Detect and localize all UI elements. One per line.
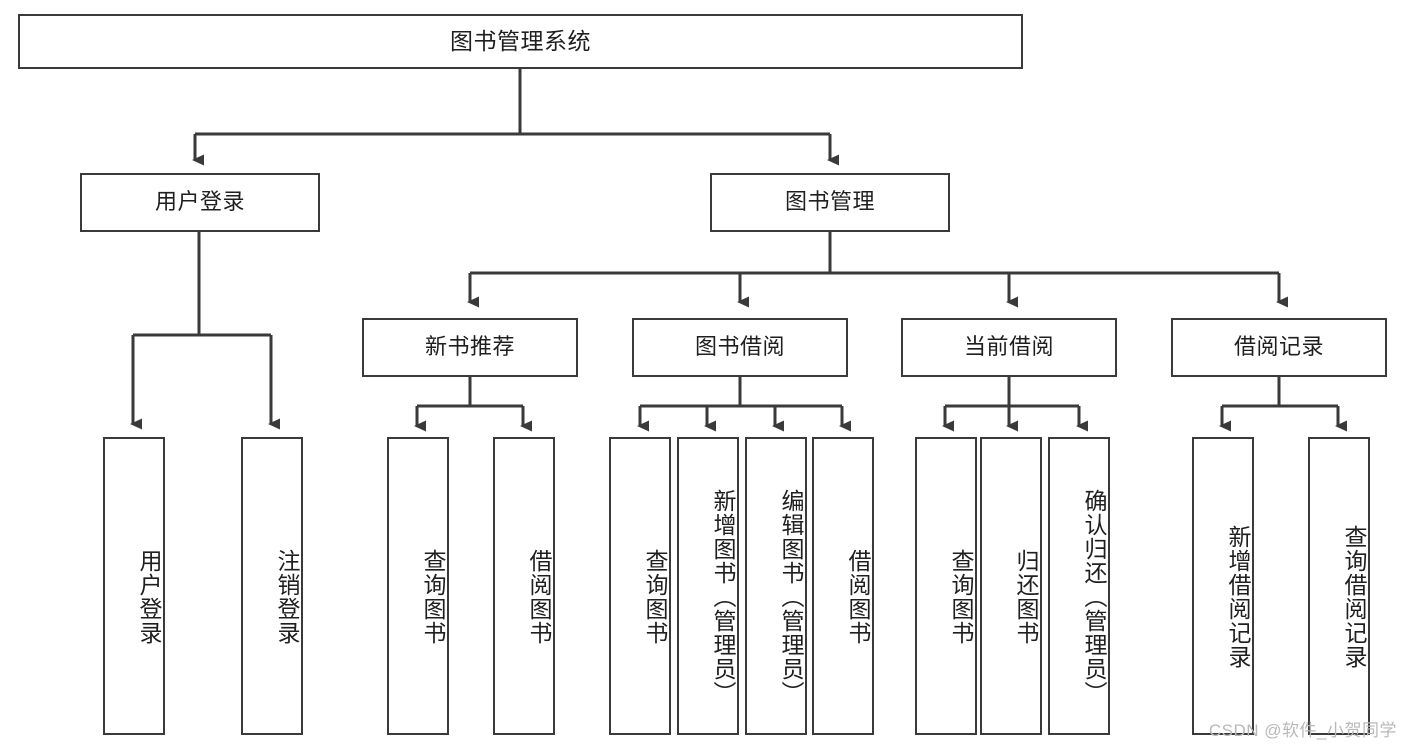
node-root-book-management-system[interactable]: 图书管理系统 [18, 14, 1023, 69]
node-label: 借阅图书 [845, 549, 871, 645]
node-label: 图书管理系统 [450, 27, 591, 54]
node-label: 查询图书 [642, 549, 668, 645]
node-label: 用户登录 [154, 189, 245, 215]
leaf-book-borrow-add-book-admin[interactable]: 新增图书（管理员） [677, 437, 739, 735]
node-book-management[interactable]: 图书管理 [710, 173, 950, 232]
node-label: 借阅记录 [1233, 334, 1324, 360]
node-label: 新增借阅记录 [1225, 525, 1251, 669]
node-user-login[interactable]: 用户登录 [80, 173, 320, 232]
node-label: 借阅图书 [526, 549, 552, 645]
leaf-book-borrow-query-book[interactable]: 查询图书 [609, 437, 671, 735]
node-borrow-record[interactable]: 借阅记录 [1171, 318, 1387, 377]
leaf-book-borrow-edit-book-admin[interactable]: 编辑图书（管理员） [745, 437, 807, 735]
leaf-current-borrow-return-book[interactable]: 归还图书 [980, 437, 1042, 735]
leaf-user-login-logout[interactable]: 注销登录 [241, 437, 303, 735]
leaf-user-login-login[interactable]: 用户登录 [103, 437, 165, 735]
node-label: 查询图书 [420, 549, 446, 645]
leaf-book-borrow-borrow-book[interactable]: 借阅图书 [812, 437, 874, 735]
node-label: 当前借阅 [963, 334, 1054, 360]
node-label: 图书管理 [784, 189, 875, 215]
leaf-current-borrow-confirm-return-admin[interactable]: 确认归还（管理员） [1048, 437, 1110, 735]
node-label: 新增图书（管理员） [710, 489, 736, 705]
node-label: 图书借阅 [694, 334, 785, 360]
leaf-current-borrow-query-book[interactable]: 查询图书 [915, 437, 977, 735]
node-book-borrow[interactable]: 图书借阅 [632, 318, 848, 377]
node-label: 归还图书 [1013, 549, 1039, 645]
leaf-new-book-query-book[interactable]: 查询图书 [387, 437, 449, 735]
leaf-borrow-record-add-record[interactable]: 新增借阅记录 [1192, 437, 1254, 735]
node-label: 查询借阅记录 [1341, 525, 1367, 669]
watermark: CSDN @软件_小贺同学 [1208, 721, 1397, 740]
leaf-borrow-record-query-record[interactable]: 查询借阅记录 [1308, 437, 1370, 735]
node-label: 确认归还（管理员） [1081, 489, 1107, 705]
node-label: 查询图书 [948, 549, 974, 645]
node-label: 注销登录 [274, 549, 300, 645]
node-new-book-recommend[interactable]: 新书推荐 [362, 318, 578, 377]
leaf-new-book-borrow-book[interactable]: 借阅图书 [493, 437, 555, 735]
node-current-borrow[interactable]: 当前借阅 [901, 318, 1117, 377]
node-label: 编辑图书（管理员） [778, 489, 804, 705]
node-label: 新书推荐 [424, 334, 515, 360]
node-label: 用户登录 [136, 549, 162, 645]
